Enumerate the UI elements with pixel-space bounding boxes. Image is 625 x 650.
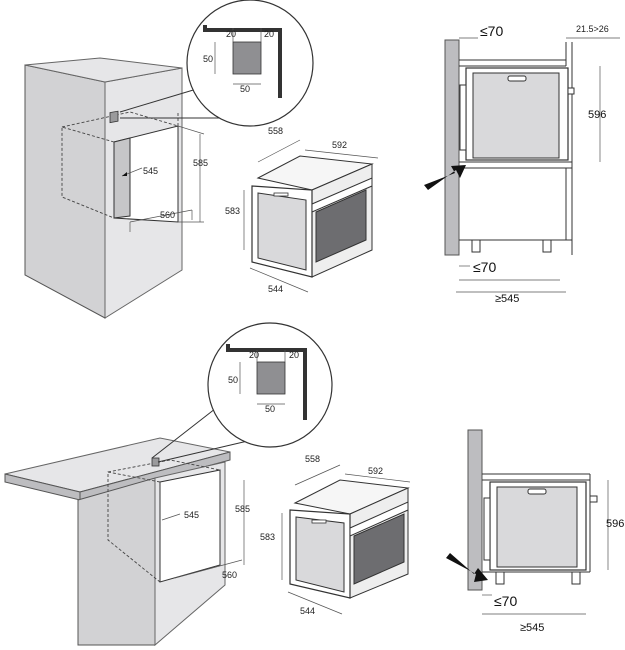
oven-width-label-bottom: 558 [305, 454, 320, 464]
wall-section [444, 39, 460, 256]
oven-height-label-bottom: 583 [260, 532, 275, 542]
oven-height-label: 583 [225, 206, 240, 216]
oven-window [315, 189, 367, 263]
vent-detail-bubble-bottom: 20 20 50 50 [207, 322, 333, 448]
niche-width-label-bottom: 560 [222, 570, 237, 580]
niche-width-label: 560 [160, 210, 175, 220]
countertop-cabinet-figure: 545 585 560 [4, 404, 253, 647]
worktop-side-edge [79, 451, 231, 501]
oven-door-bottom [295, 516, 345, 593]
oven-side-height-label-bottom: 596 [606, 518, 624, 530]
column-cabinet-figure: 545 585 560 [24, 57, 232, 319]
niche-depth-label: 545 [143, 166, 158, 176]
wall-section-bottom [467, 429, 483, 591]
column-top [24, 57, 183, 83]
oven-side-door [472, 72, 560, 159]
min-depth-label-bottom: ≥545 [520, 622, 544, 634]
detail-dim-50-horizontal-bottom: 50 [265, 404, 275, 414]
oven-figure-top: 558 592 583 544 [225, 126, 379, 294]
panel-thickness-label: 21.5>26 [576, 24, 609, 34]
niche-height-label: 585 [193, 158, 208, 168]
detail-dim-20-left-bottom: 20 [249, 350, 259, 360]
niche-inner-side [113, 137, 131, 219]
niche-height-label-bottom: 585 [235, 504, 250, 514]
detail-dim-20-right: 20 [264, 29, 274, 39]
column-left-face [24, 64, 106, 319]
side-section-top: ≤70 21.5>26 596 ≤70 ≥545 [424, 23, 620, 305]
base-left-face [77, 477, 156, 646]
oven-front-width-label-bottom: 544 [300, 606, 315, 616]
airflow-arrow-bottom [446, 553, 488, 582]
detail-dim-20-right-bottom: 20 [289, 350, 299, 360]
oven-depth-label-bottom: 592 [368, 466, 383, 476]
oven-front-width-label: 544 [268, 284, 283, 294]
niche-opening-bottom [159, 469, 221, 583]
detail-dim-50-horizontal: 50 [240, 84, 250, 94]
oven-depth-label: 592 [332, 140, 347, 150]
oven-width-label: 558 [268, 126, 283, 136]
oven-door [257, 192, 307, 271]
min-depth-label: ≥545 [495, 293, 519, 305]
oven-figure-bottom: 558 592 583 544 [260, 454, 411, 616]
detail-dim-50-vertical-bottom: 50 [228, 375, 238, 385]
vent-slot [109, 110, 119, 124]
niche-depth-label-bottom: 545 [184, 510, 199, 520]
oven-window-bottom [353, 513, 405, 585]
vent-detail-bubble-top: 20 20 50 50 [186, 0, 314, 127]
oven-side-handle-bottom [483, 497, 491, 561]
airflow-arrow [424, 165, 466, 190]
oven-side-handle [459, 84, 467, 151]
gap-bottom-label-bottom: ≤70 [494, 593, 517, 609]
side-section-bottom: 596 ≤70 ≥545 [446, 429, 624, 634]
detail-dim-50-vertical: 50 [203, 54, 213, 64]
vent-slot-bottom [151, 457, 160, 467]
detail-dim-20-left: 20 [226, 29, 236, 39]
gap-bottom-label: ≤70 [473, 259, 496, 275]
oven-side-door-bottom [496, 486, 578, 568]
oven-side-height-label: 596 [588, 109, 606, 121]
gap-top-label: ≤70 [480, 23, 503, 39]
